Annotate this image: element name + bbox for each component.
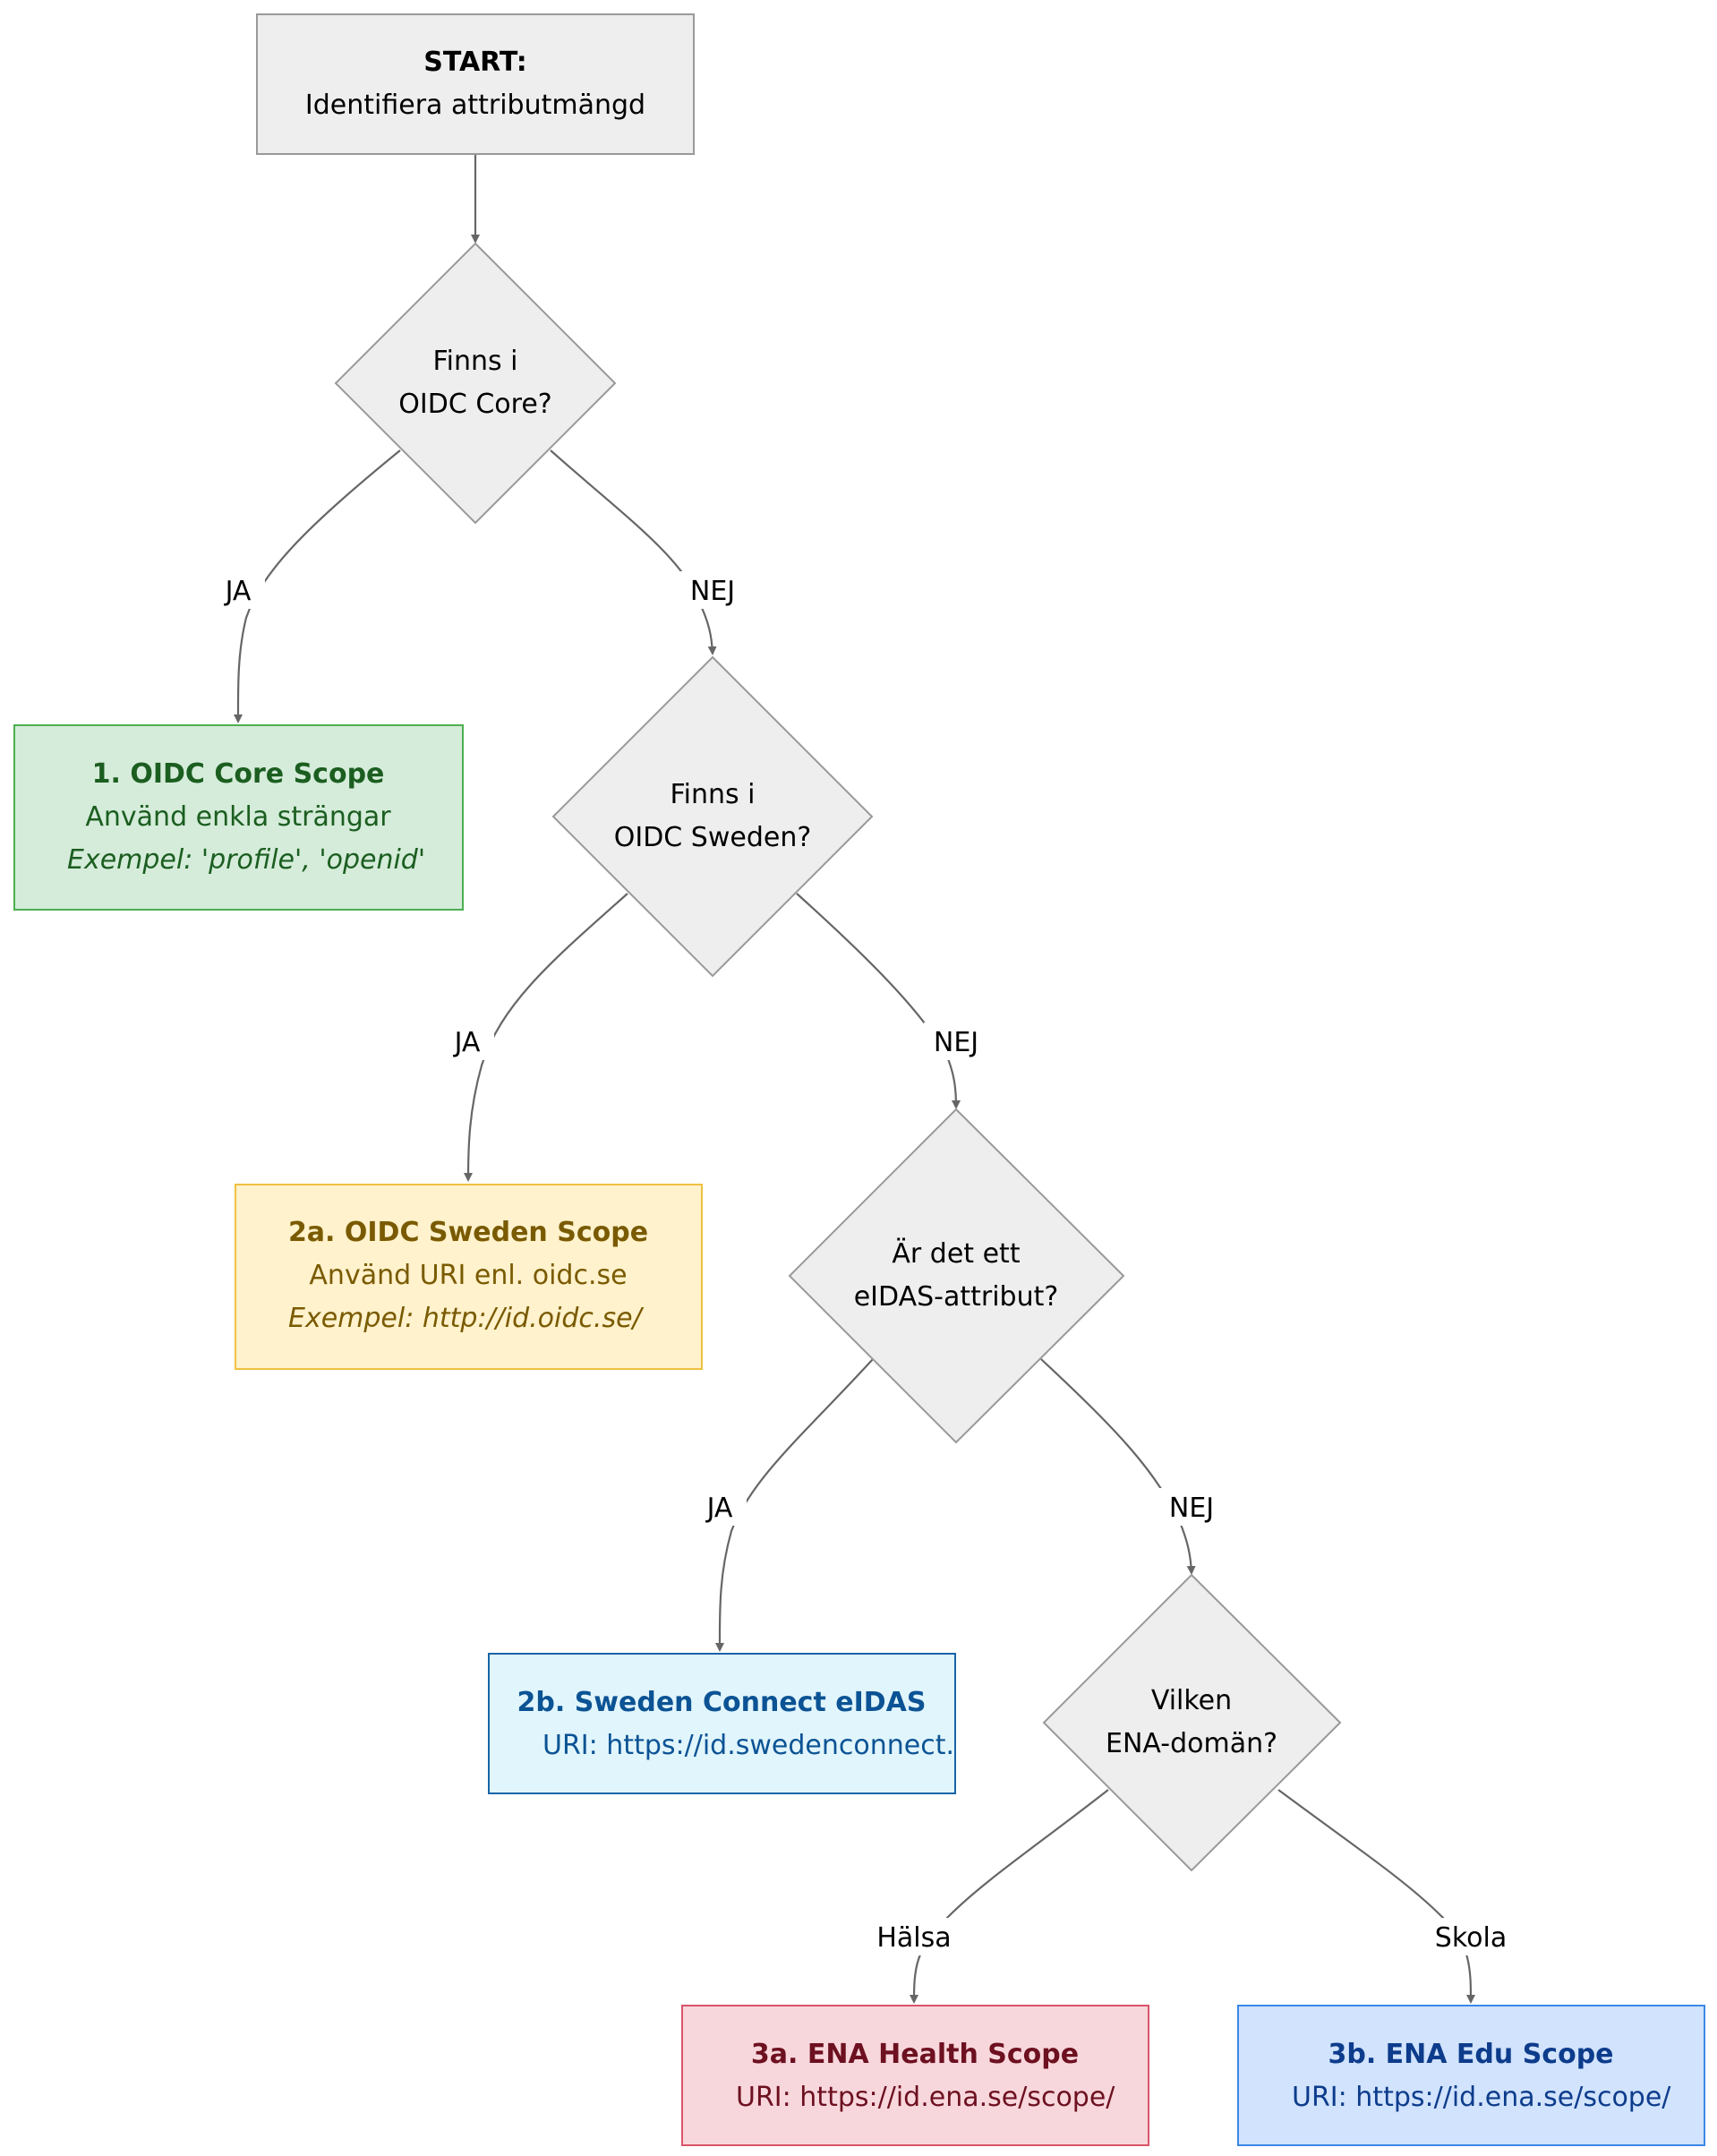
edge-core-no: [550, 449, 717, 655]
decision-ena-domain-line1: Vilken: [1151, 1685, 1232, 1716]
decision-eidas: Är det ett eIDAS-attribut?: [788, 1108, 1125, 1444]
decision-oidc-core: Finns i OIDC Core?: [334, 242, 617, 525]
edge-label-ena-edu: Skola: [1435, 1922, 1507, 1954]
start-node: START: Identifiera attributmängd: [256, 13, 695, 155]
node-oidc-core-scope-title: 1. OIDC Core Scope: [92, 758, 385, 790]
node-ena-health-scope-title: 3a. ENA Health Scope: [751, 2039, 1079, 2070]
edge-ena-edu: [1277, 1789, 1475, 2004]
decision-eidas-line2: eIDAS-attribut?: [854, 1281, 1059, 1313]
start-node-text: Identifiera attributmängd: [305, 90, 645, 121]
edge-label-sweden-no: NEJ: [934, 1027, 978, 1058]
node-oidc-core-scope: 1. OIDC Core Scope Använd enkla strängar…: [13, 724, 464, 911]
edge-eidas-no: [1040, 1358, 1196, 1575]
node-sweden-connect-eidas-title: 2b. Sweden Connect eIDAS: [517, 1687, 927, 1718]
node-oidc-sweden-scope-title: 2a. OIDC Sweden Scope: [288, 1217, 648, 1248]
edge-label-eidas-yes: JA: [705, 1493, 733, 1524]
decision-oidc-core-line1: Finns i: [433, 346, 518, 377]
node-oidc-sweden-scope-line1: Använd URI enl. oidc.se: [309, 1260, 627, 1291]
edge-labels: JA NEJ JA NEJ JA NEJ Hälsa Skola: [211, 571, 1511, 1955]
node-sweden-connect-eidas-line1: URI: https://id.swedenconnect.se/: [542, 1730, 995, 1761]
node-ena-health-scope: 3a. ENA Health Scope URI: https://id.ena…: [681, 2005, 1149, 2146]
decision-oidc-core-line2: OIDC Core?: [398, 389, 551, 420]
decision-eidas-line1: Är det ett: [892, 1237, 1020, 1270]
node-sweden-connect-eidas: 2b. Sweden Connect eIDAS URI: https://id…: [488, 1653, 995, 1794]
decision-ena-domain: Vilken ENA-domän?: [1042, 1573, 1342, 1872]
edge-label-core-no: NEJ: [690, 576, 735, 607]
decision-ena-domain-line2: ENA-domän?: [1106, 1728, 1277, 1759]
start-node-title: START:: [423, 47, 527, 78]
edge-ena-health: [910, 1789, 1109, 2004]
edge-label-sweden-yes: JA: [453, 1027, 481, 1058]
edge-sweden-no: [796, 893, 961, 1109]
node-oidc-sweden-scope-line2: Exempel: http://id.oidc.se/: [288, 1303, 645, 1334]
decision-oidc-sweden-line2: OIDC Sweden?: [614, 822, 812, 853]
node-ena-edu-scope-line1: URI: https://id.ena.se/scope/: [1292, 2082, 1671, 2113]
node-oidc-sweden-scope: 2a. OIDC Sweden Scope Använd URI enl. oi…: [235, 1184, 703, 1370]
node-oidc-core-scope-line1: Använd enkla strängar: [85, 801, 391, 833]
node-ena-edu-scope: 3b. ENA Edu Scope URI: https://id.ena.se…: [1237, 2005, 1705, 2146]
node-ena-edu-scope-title: 3b. ENA Edu Scope: [1328, 2039, 1613, 2070]
decision-oidc-sweden-line1: Finns i: [671, 779, 756, 810]
edge-label-eidas-no: NEJ: [1169, 1493, 1214, 1524]
node-ena-health-scope-line1: URI: https://id.ena.se/scope/: [736, 2082, 1115, 2113]
node-oidc-core-scope-line2: Exempel: 'profile', 'openid': [67, 844, 425, 876]
edge-label-ena-health: Hälsa: [876, 1922, 951, 1954]
decision-oidc-sweden: Finns i OIDC Sweden?: [551, 655, 874, 978]
edge-label-core-yes: JA: [224, 576, 252, 607]
